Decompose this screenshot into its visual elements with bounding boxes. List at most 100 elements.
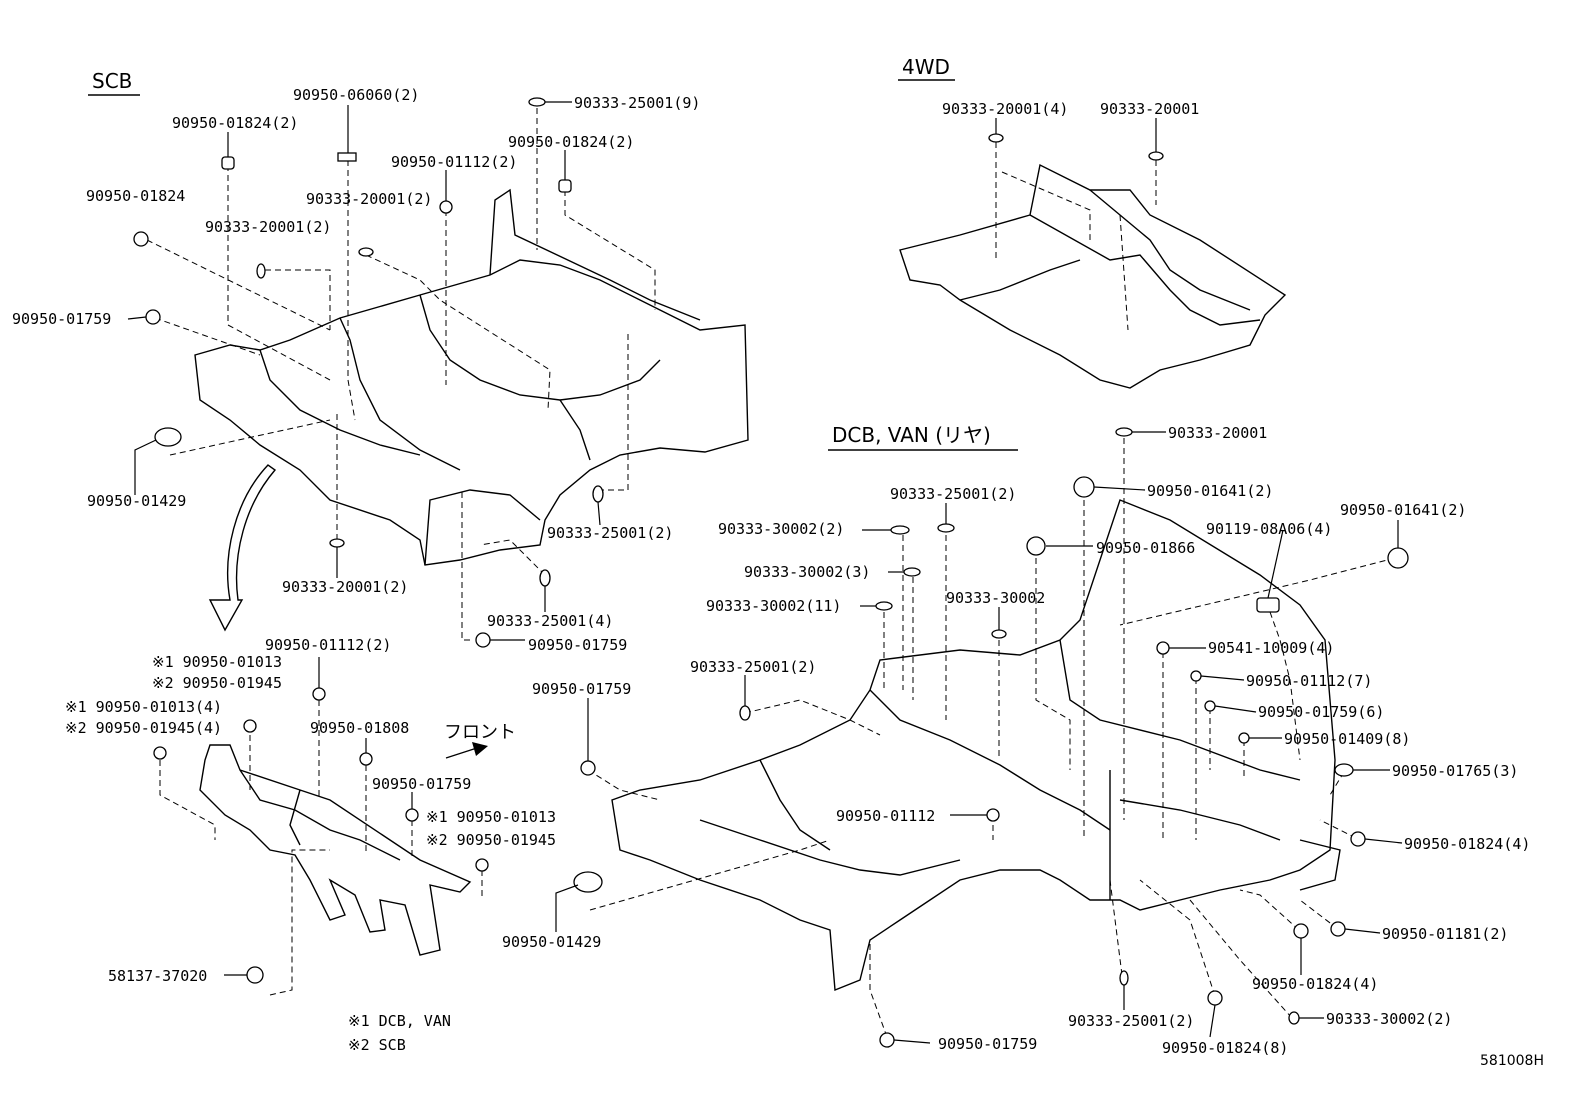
plug-icon (358, 247, 374, 257)
part-label: 90333-30002(2) (1326, 1010, 1452, 1028)
plug-icon (558, 179, 572, 193)
part-label: 90333-25001(2) (547, 524, 673, 542)
part-label: 90950-01112(2) (265, 636, 391, 654)
grommet-icon (1073, 476, 1095, 498)
section-title-4wd: 4WD (902, 55, 950, 79)
legend-note-1: ※1 DCB, VAN (348, 1012, 451, 1030)
part-label: 90950-01429 (502, 933, 601, 951)
part-label: 90119-08A06(4) (1206, 520, 1332, 538)
grommet-icon (154, 427, 182, 447)
grommet-icon (1387, 547, 1409, 569)
section-title-dcb-van: DCB, VAN (リヤ) (832, 423, 991, 447)
plug-icon (1115, 427, 1133, 437)
plug-icon (528, 97, 546, 107)
plug-icon (475, 632, 491, 648)
part-label: 90950-01824(2) (508, 133, 634, 151)
part-label: 90950-01759 (12, 310, 111, 328)
front-label: フロント (444, 722, 516, 743)
plug-icon (405, 808, 419, 822)
part-label: 90333-20001(2) (205, 218, 331, 236)
part-label: 90333-20001 (1168, 424, 1267, 442)
part-label: 90950-06060(2) (293, 86, 419, 104)
part-label: 90950-01641(2) (1147, 482, 1273, 500)
plug-icon (1156, 641, 1170, 655)
part-label: 90950-01759 (532, 680, 631, 698)
plug-icon (221, 156, 235, 170)
part-label: 90333-25001(2) (890, 485, 1016, 503)
plug-icon (1288, 1011, 1300, 1025)
plug-icon (937, 523, 955, 533)
grommet-icon (573, 871, 603, 893)
part-label: 90950-01765(3) (1392, 762, 1518, 780)
part-label: 90950-01824 (86, 187, 185, 205)
part-label: 90333-30002(11) (706, 597, 841, 615)
part-label: 90950-01824(2) (172, 114, 298, 132)
part-label: 90950-01759 (528, 636, 627, 654)
arrow-icon (208, 464, 277, 632)
part-label: ※1 90950-01013 (152, 653, 282, 671)
part-label: 90333-25001(4) (487, 612, 613, 630)
diagram-id: 581008H (1480, 1053, 1544, 1069)
scb-floor-body (194, 188, 749, 566)
part-label: 90950-01181(2) (1382, 925, 1508, 943)
plug-icon (539, 569, 551, 587)
part-label: 90333-25001(9) (574, 94, 700, 112)
part-label: 90333-30002(2) (718, 520, 844, 538)
part-label: 90950-01824(4) (1252, 975, 1378, 993)
bolt-icon (1256, 597, 1280, 613)
part-label: 90333-30002 (946, 589, 1045, 607)
plug-icon (475, 858, 489, 872)
part-label: 90950-01409(8) (1284, 730, 1410, 748)
plug-icon (988, 133, 1004, 143)
part-label: 90950-01866 (1096, 539, 1195, 557)
part-label: 90541-10009(4) (1208, 639, 1334, 657)
plug-icon (1148, 151, 1164, 161)
plug-icon (243, 719, 257, 733)
part-label: 90950-01429 (87, 492, 186, 510)
part-label: 90333-25001(2) (690, 658, 816, 676)
plug-icon (439, 200, 453, 214)
grommet-icon (1334, 763, 1354, 777)
plug-icon (986, 808, 1000, 822)
part-label: 90950-01824(4) (1404, 835, 1530, 853)
part-label: ※2 90950-01945(4) (65, 719, 222, 737)
part-label: ※2 90950-01945 (426, 831, 556, 849)
4wd-floor-body (899, 118, 1287, 389)
dcb-van-floor-body (611, 499, 1341, 992)
section-title-scb: SCB (92, 69, 132, 93)
plug-icon (153, 746, 167, 760)
plug-icon (903, 567, 921, 577)
part-label: ※1 90950-01013(4) (65, 698, 222, 716)
plug-icon (1293, 923, 1309, 939)
plug-icon (145, 309, 161, 325)
part-label: 90950-01112(2) (391, 153, 517, 171)
part-label: 90333-20001(2) (306, 190, 432, 208)
plug-icon (879, 1032, 895, 1048)
plug-icon (580, 760, 596, 776)
part-label: 90333-20001 (1100, 100, 1199, 118)
part-label: 90950-01112 (836, 807, 935, 825)
scb-front-detail (159, 700, 488, 996)
part-label: 90333-25001(2) (1068, 1012, 1194, 1030)
plug-icon (329, 538, 345, 548)
plug-icon (592, 485, 604, 503)
part-label: 90950-01112(7) (1246, 672, 1372, 690)
part-label: 90950-01759 (372, 775, 471, 793)
part-label: 90950-01641(2) (1340, 501, 1466, 519)
plug-icon (133, 231, 149, 247)
plug-icon (890, 525, 910, 535)
legend-note-2: ※2 SCB (348, 1036, 406, 1054)
plug-icon (739, 705, 751, 721)
plug-icon (1190, 670, 1202, 682)
plug-icon (312, 687, 326, 701)
part-label: 90950-01759(6) (1258, 703, 1384, 721)
part-label: ※2 90950-01945 (152, 674, 282, 692)
part-label: 90950-01808 (310, 719, 409, 737)
part-label: 90950-01759 (938, 1035, 1037, 1053)
plug-icon (991, 629, 1007, 639)
part-labels: 90950-06060(2) 90950-01824(2) 90333-2500… (12, 86, 1530, 1057)
plug-icon (875, 601, 893, 611)
plug-icon (1207, 990, 1223, 1006)
plug-icon (359, 752, 373, 766)
